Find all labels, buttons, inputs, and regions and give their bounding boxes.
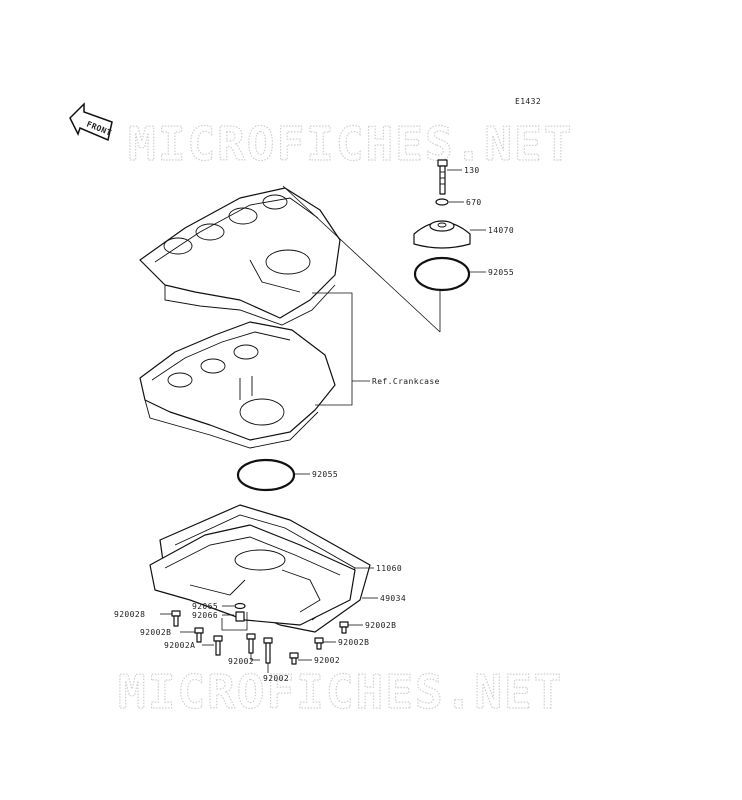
- label-92055-lower: 92055: [312, 470, 338, 479]
- lower-crankcase: [139, 321, 336, 449]
- bolt-92002b-left: [194, 627, 204, 643]
- label-670: 670: [466, 198, 482, 207]
- label-11060: 11060: [376, 564, 402, 573]
- label-130: 130: [464, 166, 480, 175]
- washer-92065: [234, 602, 246, 610]
- bolt-92002b-right: [314, 637, 324, 650]
- watermark-bottom: MICROFICHES.NET: [118, 665, 563, 719]
- label-92055-upper: 92055: [488, 268, 514, 277]
- oring-92055-upper: [413, 256, 471, 292]
- label-92002-right: 92002: [314, 656, 340, 665]
- oil-pan-11060: [149, 524, 356, 626]
- label-92002-bottom: 92002: [263, 674, 289, 683]
- bolt-92002-mid: [246, 633, 256, 654]
- label-92002b-right: 92002B: [338, 638, 369, 647]
- upper-crankcase: [139, 187, 341, 326]
- bolt-92002a-left: [213, 635, 223, 656]
- label-92002-mid: 92002: [228, 657, 254, 666]
- bolt-130: [437, 159, 448, 195]
- plug-92066: [235, 611, 245, 622]
- front-arrow-icon: FRONT: [69, 102, 113, 142]
- label-ref-crankcase: Ref.Crankcase: [372, 377, 440, 386]
- cover-14070: [413, 220, 471, 249]
- label-92002a-left: 92002A: [164, 641, 195, 650]
- label-49034: 49034: [380, 594, 406, 603]
- label-92002b-right-top: 92002B: [365, 621, 396, 630]
- label-92065: 92065: [192, 602, 218, 611]
- label-92002b-left: 92002B: [140, 628, 171, 637]
- oring-92055-lower: [236, 458, 296, 492]
- label-92066: 92066: [192, 611, 218, 620]
- bolt-92002-bottom: [263, 637, 273, 664]
- label-14070: 14070: [488, 226, 514, 235]
- washer-670: [435, 198, 449, 206]
- diagram-code: E1432: [515, 97, 541, 106]
- watermark-top: MICROFICHES.NET: [128, 117, 573, 171]
- label-920028: 920028: [114, 610, 145, 619]
- bolt-920028: [171, 610, 181, 627]
- bolt-92002b-right-top: [339, 621, 349, 634]
- bolt-92002-right: [289, 652, 299, 665]
